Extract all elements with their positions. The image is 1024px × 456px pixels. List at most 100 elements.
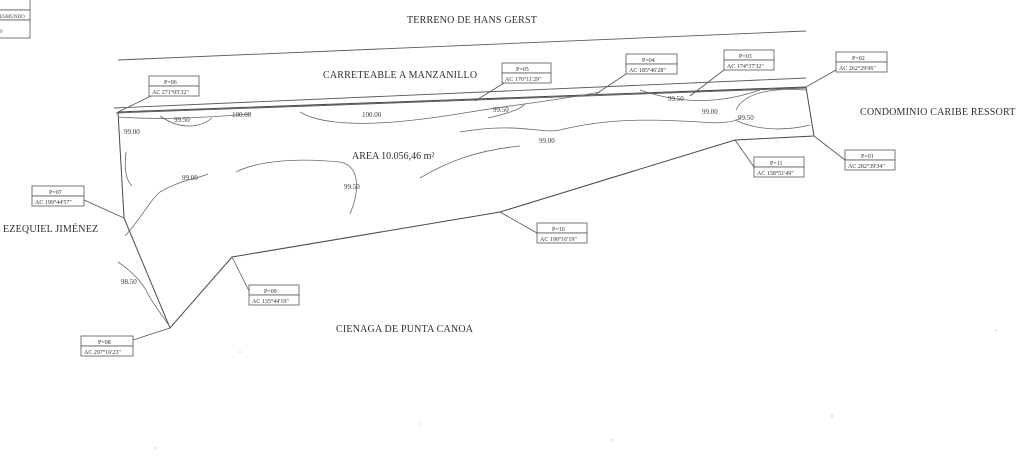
contour-label: 99.50 [738,114,754,122]
leader-line [689,69,725,97]
road-lower-edge [115,87,807,114]
contour-line [117,261,169,325]
leader-line [231,256,250,292]
point-angle: AC 185°46'28" [629,67,666,74]
contour-line [735,88,807,111]
point-label: P=08 AC 297°16'23" [80,327,171,357]
contour-label: 99.00 [702,108,718,116]
leader-line [83,199,125,219]
contour-label: 100.00 [232,111,252,119]
point-label: P=07 AC 199°44'57" [31,185,125,219]
contour-label: 99.50 [174,116,190,124]
contour-label: 99.50 [344,183,360,191]
corner-table-row-1 [0,0,31,11]
scan-speck [419,423,421,425]
point-label: P=02 AC 262°29'06" [805,51,888,88]
contour-label: 100.00 [362,111,382,119]
point-name: P=11 [770,161,783,167]
point-angle-box [148,85,200,97]
point-angle-box [536,232,588,244]
leader-line [499,211,538,234]
point-label: P=01 AC 282°39'34" [813,135,896,171]
scan-speck [995,329,997,331]
contour-line [235,159,357,215]
leader-line [813,135,846,161]
point-angle-box [248,294,300,306]
contour-label: 99.00 [124,128,140,136]
corner-table-text-1: ESMUNDO [0,15,25,20]
point-name: P=08 [98,340,111,346]
contour-label: 99.50 [493,106,509,114]
lot-boundary [117,86,815,329]
point-angle: AC 158°51'49" [757,170,794,177]
point-angle-box [80,345,134,357]
point-label: P=03 AC 174°37'32" [689,49,775,97]
contour-label: 98.50 [121,278,137,286]
point-angle-box [31,195,85,207]
point-angle-box [501,72,552,84]
point-name: P=06 [164,80,177,86]
contour-line [124,173,209,237]
scan-speck [154,447,156,449]
leader-line [734,139,755,168]
contour-line [639,89,761,101]
leader-line [805,69,837,88]
point-name: P=05 [516,67,529,73]
contour-label: 99.00 [539,137,555,145]
scan-speck [239,351,241,353]
point-angle: AC 271°05'32" [152,89,189,96]
point-angle: AC 190°16'19" [540,236,577,243]
point-name: P=07 [49,190,62,196]
scan-speck [611,439,613,441]
contour-line [459,117,741,133]
contour-line [419,145,521,179]
area-label: AREA 10.056,46 m² [352,151,434,162]
road-upper-edge [113,77,807,109]
leader-line [117,95,152,113]
point-label: P=05 AC 176°11'29" [474,62,552,102]
point-angle: AC 199°44'57" [35,199,72,206]
contour-line [487,103,526,119]
point-angle: AC 174°37'32" [727,63,764,70]
point-name: P=02 [852,56,865,62]
leader-line [474,82,505,102]
contour-line [117,113,251,119]
point-name: P=01 [861,154,874,160]
point-name: P=09 [264,289,277,295]
point-angle-box [723,59,775,71]
point-angle: AC 135°44'19" [252,298,289,305]
contour-line [159,115,213,127]
point-angle-box [753,166,805,178]
east-neighbor-label: CONDOMINIO CARIBE RESSORT [860,107,1016,118]
road-label: CARRETEABLE A MANZANILLO [323,70,477,81]
corner-table-text-2: 9 [0,30,3,35]
scan-noise [154,329,997,449]
contour-line [734,119,811,130]
point-name: P=03 [739,54,752,60]
contour-lines [117,88,811,325]
south-neighbor-label: CIENAGA DE PUNTA CANOA [336,324,474,335]
north-boundary-line [117,30,807,61]
point-angle: AC 282°39'34" [848,163,885,170]
contour-label: 99.50 [668,95,684,103]
point-label: P=10 AC 190°16'19" [499,211,588,244]
point-label: P=11 AC 158°51'49" [734,139,805,178]
point-name: P=04 [642,58,655,64]
scan-speck [831,415,833,417]
point-angle: AC 297°16'23" [84,349,121,356]
point-label: P=06 AC 271°05'32" [117,75,200,113]
point-angle: AC 262°29'06" [839,65,876,72]
point-name: P=10 [552,227,565,233]
contour-line [124,151,133,187]
point-angle-box [835,61,888,73]
point-angle-box [844,159,896,171]
leader-line [595,73,627,95]
north-neighbor-label: TERRENO DE HANS GERST [407,15,537,26]
contour-line [299,91,601,124]
contour-label: 99.00 [182,174,198,182]
point-label: P=04 AC 185°46'28" [595,53,678,95]
west-neighbor-label: EZEQUIEL JIMÉNEZ [3,223,98,235]
corner-table: ESMUNDO 9 [0,0,31,39]
point-label: P=09 AC 135°44'19" [231,256,300,306]
